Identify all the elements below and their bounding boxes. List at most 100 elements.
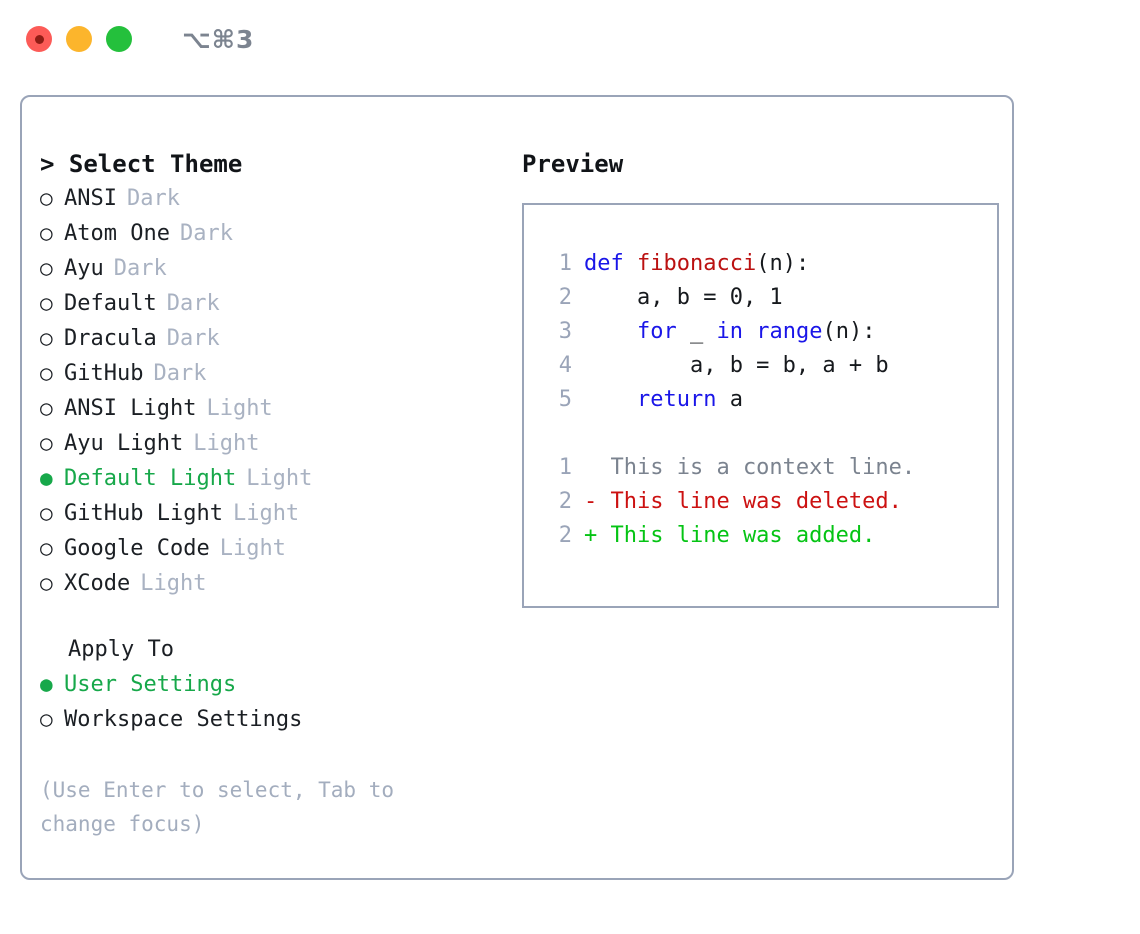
code-text: for _ in range(n): (584, 315, 875, 349)
apply-to-option[interactable]: ●User Settings (40, 667, 502, 702)
line-number: 5 (558, 387, 572, 412)
apply-to-option[interactable]: ○ Workspace Settings (40, 702, 502, 737)
diff-sample: 1 This is a context line. 2 - This line wa… (544, 451, 997, 553)
radio-unselected-icon: ○ (40, 707, 53, 731)
line-number: 2 (558, 523, 572, 548)
radio-unselected-icon: ○ (40, 256, 53, 280)
line-number: 1 (558, 455, 572, 480)
code-token (584, 319, 637, 344)
maximize-button-icon[interactable] (106, 26, 132, 52)
diff-line: 1 This is a context line. (544, 451, 997, 485)
radio-selected-icon: ● (40, 466, 53, 490)
code-token: in (716, 319, 757, 344)
apply-to-list[interactable]: ●User Settings ○ Workspace Settings (40, 667, 502, 737)
line-number: 1 (558, 251, 572, 276)
minimize-button-icon[interactable] (66, 26, 92, 52)
theme-name-label: ANSI Light (64, 396, 197, 421)
theme-variant-label: Dark (166, 326, 220, 351)
line-number: 3 (558, 319, 572, 344)
radio-unselected-icon: ○ (40, 326, 53, 350)
apply-to-heading: Apply To (68, 637, 174, 662)
radio-unselected-icon: ○ (40, 361, 53, 385)
theme-variant-label: Dark (153, 361, 207, 386)
theme-name-label: Ayu (64, 256, 104, 281)
diff-text: + This line was added. (584, 523, 876, 548)
theme-name-label: Google Code (64, 536, 210, 561)
theme-variant-label: Dark (126, 186, 180, 211)
theme-name-label: Default Light (64, 466, 237, 491)
theme-variant-label: Light (219, 536, 286, 561)
code-text: a, b = 0, 1 (584, 281, 783, 315)
line-number: 2 (558, 489, 572, 514)
close-button-icon[interactable] (26, 26, 52, 52)
code-token: def (584, 251, 637, 276)
theme-list-item[interactable]: ○ Dracula Dark (40, 321, 502, 356)
code-token: return (636, 387, 730, 412)
theme-name-label: ANSI (64, 186, 117, 211)
code-token: range (756, 319, 823, 344)
theme-variant-label: Light (232, 501, 300, 526)
code-token: for (636, 319, 690, 344)
code-token: (n): (756, 251, 810, 276)
line-number: 2 (558, 285, 572, 310)
theme-name-label: GitHub Light (64, 501, 223, 526)
code-token: _ (689, 319, 717, 344)
line-number: 4 (558, 353, 572, 378)
preview-heading: Preview (522, 150, 624, 178)
select-theme-heading: > Select Theme (40, 150, 243, 178)
theme-name-label: Dracula (64, 326, 157, 351)
theme-variant-label: Dark (179, 221, 233, 246)
radio-unselected-icon: ○ (40, 186, 53, 210)
code-text: def fibonacci(n): (584, 247, 809, 281)
theme-name-label: Atom One (64, 221, 170, 246)
code-token: a, b = 0, 1 (584, 285, 783, 310)
theme-list-item[interactable]: ○ GitHub Light Light (40, 496, 502, 531)
code-line: 4 a, b = b, a + b (544, 349, 997, 383)
theme-variant-label: Light (140, 571, 207, 596)
radio-unselected-icon: ○ (40, 571, 53, 595)
diff-text: - This line was deleted. (584, 489, 902, 514)
apply-to-section: Apply To ●User Settings ○ Workspace Settin… (40, 633, 502, 737)
theme-list-item[interactable]: ○ ANSI Dark (40, 181, 502, 216)
diff-line: 2 + This line was added. (544, 519, 997, 553)
code-token (584, 387, 637, 412)
theme-variant-label: Light (206, 396, 273, 421)
code-token: (n): (822, 319, 876, 344)
keyboard-shortcut-label: ⌥⌘3 (182, 24, 255, 54)
radio-unselected-icon: ○ (40, 291, 53, 315)
code-line: 2 a, b = 0, 1 (544, 281, 997, 315)
theme-list-item[interactable]: ○ Ayu Dark (40, 251, 502, 286)
theme-variant-label: Dark (113, 256, 167, 281)
keyboard-hint-text: (Use Enter to select, Tab to change focu… (40, 778, 395, 836)
theme-name-label: GitHub (64, 361, 144, 386)
window-controls (26, 26, 132, 52)
diff-line: 2 - This line was deleted. (544, 485, 997, 519)
code-text: return a (584, 383, 743, 417)
radio-unselected-icon: ○ (40, 501, 53, 525)
theme-list-item[interactable]: ○ GitHub Dark (40, 356, 502, 391)
title-bar: ⌥⌘3 (0, 0, 1140, 78)
diff-text: This is a context line. (584, 455, 916, 480)
code-diff-separator (544, 417, 997, 451)
apply-to-label: Workspace Settings (64, 707, 303, 732)
code-text: a, b = b, a + b (584, 349, 889, 383)
code-token: fibonacci (636, 251, 757, 276)
code-line: 3 for _ in range(n): (544, 315, 997, 349)
theme-variant-label: Light (193, 431, 260, 456)
theme-variant-label: Dark (166, 291, 220, 316)
code-line: 1 def fibonacci(n): (544, 247, 997, 281)
